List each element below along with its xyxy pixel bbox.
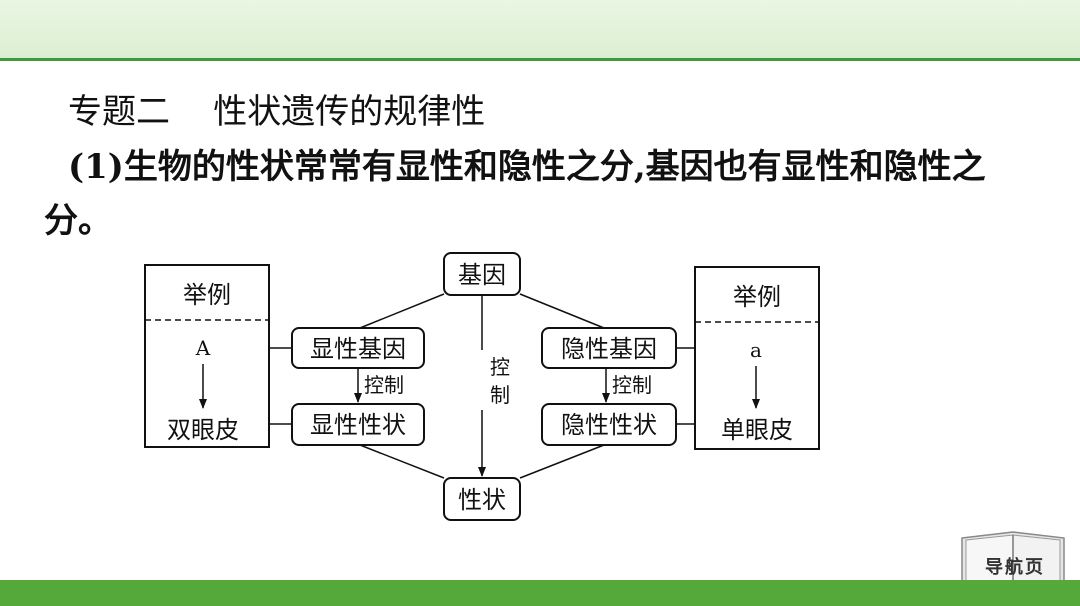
dominant-gene-box: 显性基因 bbox=[291, 327, 425, 369]
right-example-box: 举例 a 单眼皮 bbox=[694, 266, 820, 450]
top-banner bbox=[0, 0, 1080, 61]
bottom-bar bbox=[0, 580, 1080, 606]
recessive-gene-box: 隐性基因 bbox=[541, 327, 677, 369]
recessive-gene-label: 隐性基因 bbox=[561, 335, 657, 363]
topic-title: 专题二 性状遗传的规律性 bbox=[68, 92, 486, 132]
central-control-char-2: 制 bbox=[490, 383, 510, 407]
recessive-trait-label: 隐性性状 bbox=[561, 411, 657, 439]
left-example-box: 举例 A 双眼皮 bbox=[144, 264, 270, 448]
right-example-trait: 单眼皮 bbox=[721, 416, 793, 444]
paragraph: (1)生物的性状常常有显性和隐性之分,基因也有显性和隐性之分。 bbox=[44, 140, 1034, 248]
left-example-trait: 双眼皮 bbox=[167, 416, 239, 444]
recessive-trait-box: 隐性性状 bbox=[541, 403, 677, 446]
gene-label: 基因 bbox=[458, 261, 506, 289]
dominant-trait-box: 显性性状 bbox=[291, 403, 425, 446]
navigation-button[interactable]: 导航页 bbox=[985, 557, 1045, 578]
dominant-gene-label: 显性基因 bbox=[310, 335, 406, 363]
paragraph-text: 生物的性状常常有显性和隐性之分,基因也有显性和隐性之分。 bbox=[44, 147, 986, 241]
central-control-char-1: 控 bbox=[490, 355, 510, 379]
gene-trait-diagram: 举例 A 双眼皮 举例 a 单眼皮 基因 性状 显性基因 控制 bbox=[144, 252, 820, 521]
trait-label: 性状 bbox=[458, 486, 506, 514]
right-example-gene: a bbox=[750, 338, 762, 362]
dominant-control-label: 控制 bbox=[364, 373, 404, 397]
trait-box: 性状 bbox=[443, 477, 521, 521]
gene-box: 基因 bbox=[443, 252, 521, 296]
right-example-title: 举例 bbox=[733, 283, 781, 311]
paragraph-number: (1) bbox=[68, 147, 124, 187]
dominant-trait-label: 显性性状 bbox=[310, 411, 406, 439]
left-example-gene: A bbox=[195, 336, 211, 360]
left-example-title: 举例 bbox=[183, 281, 231, 309]
recessive-control-label: 控制 bbox=[612, 373, 652, 397]
